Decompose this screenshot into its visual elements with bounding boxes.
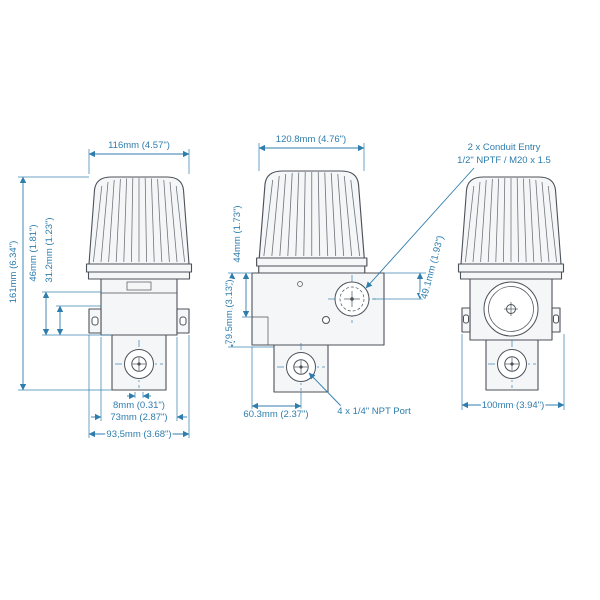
ribbed-cover-back [457,176,565,280]
dim-front-width: 116mm (4.57") [88,138,190,174]
conduit-entry-label-line2: 1/2" NPTF / M20 x 1.5 [457,155,551,166]
back-cover-plate [483,281,539,337]
dim-front-73-label: 73mm (2.87") [110,412,167,423]
dim-front-height: 161mm (6.34") [6,176,112,391]
dim-front-31-label: 31.2mm (1.23") [44,217,55,282]
dim-back-width-label: 100mm (3.94") [482,400,545,411]
ribbed-cover-side [256,170,368,274]
dim-front-height-label: 161mm (6.34") [8,241,19,304]
dim-front-93-label: 93,5mm (3.68") [106,429,171,440]
dim-side-44: 44mm (1.73") [228,204,252,318]
cover-screw [322,316,330,324]
dim-front-width-label: 116mm (4.57") [108,140,170,151]
dim-front-46: 46mm (1.81") [26,223,112,336]
dim-side-79-label: 79.5mm (3.13") [224,279,235,344]
dim-side-79: 79.5mm (3.13") [222,272,274,348]
front-body [88,278,190,391]
conduit-entry-label-line1: 2 x Conduit Entry [468,142,541,153]
dim-side-44-label: 44mm (1.73") [232,205,243,262]
dim-front-8: 8mm (0.31") [111,392,167,413]
conduit-entry-boss [328,275,376,323]
dim-side-60-label: 60.3mm (2.37") [243,409,308,420]
dim-side-width: 120.8mm (4.76") [258,132,365,171]
dim-front-93: 93,5mm (3.68") [88,335,190,442]
front-view: 116mm (4.57") 161mm (6.34") 46mm (1.81")… [6,138,193,442]
back-body [461,278,561,391]
npt-port-label: 4 x 1/4" NPT Port [337,406,411,417]
dim-front-8-label: 8mm (0.31") [113,400,165,411]
side-body [251,272,385,393]
conduit-entry-callout: 2 x Conduit Entry 1/2" NPTF / M20 x 1.5 [365,140,553,289]
dim-side-60: 60.3mm (2.37") [242,347,310,422]
dim-front-46-label: 46mm (1.81") [28,224,39,281]
dim-side-width-label: 120.8mm (4.76") [276,134,346,145]
back-view: 100mm (3.94") [457,176,565,413]
ribbed-cover-front [85,176,193,280]
dim-front-31: 31.2mm (1.23") [42,216,101,336]
npt-port-callout: 4 x 1/4" NPT Port [308,372,413,419]
dim-front-73: 73mm (2.87") [91,337,187,425]
dim-side-49-label: 49.1mm (1.93") [419,234,446,300]
dim-back-width: 100mm (3.94") [461,334,565,413]
